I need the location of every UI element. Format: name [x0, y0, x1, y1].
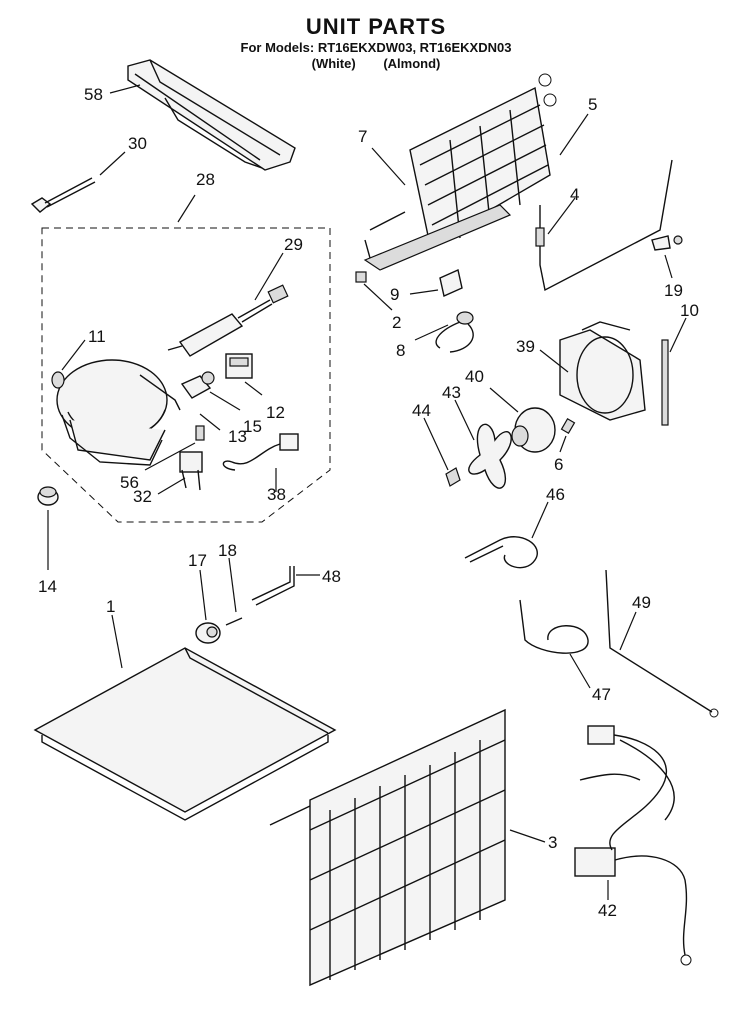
callout-15: 15	[243, 417, 262, 436]
part-30-probe	[30, 177, 96, 213]
callout-44: 44	[412, 401, 431, 420]
part-8-grommet-harness	[435, 311, 474, 353]
callout-18: 18	[218, 541, 237, 560]
part-17-drain-pan-grommet	[195, 622, 221, 644]
color-almond-label: (Almond)	[383, 56, 441, 71]
callout-2: 2	[392, 313, 401, 332]
model-colors: (White) (Almond)	[0, 56, 752, 71]
callout-11: 11	[88, 327, 106, 346]
part-1-base-frame	[33, 647, 337, 821]
callout-46: 46	[546, 485, 565, 504]
part-38-wire-harness	[222, 433, 299, 471]
part-58-drain-trough	[127, 59, 296, 171]
part-13-screw	[195, 425, 205, 441]
part-49-tube	[605, 569, 719, 718]
callout-42: 42	[598, 901, 617, 920]
callout-3: 3	[548, 833, 557, 852]
part-6-screw	[560, 417, 576, 435]
callout-13: 13	[228, 427, 247, 446]
callout-58: 58	[84, 85, 103, 104]
part-7-evaporator-shield	[363, 204, 512, 271]
part-47-tube	[519, 599, 589, 654]
callout-29: 29	[284, 235, 303, 254]
callout-12: 12	[266, 403, 285, 422]
callout-48: 48	[322, 567, 341, 586]
callout-7: 7	[358, 127, 367, 146]
part-42-wire-harness	[574, 725, 692, 966]
page-title: UNIT PARTS	[305, 14, 447, 39]
callout-1: 1	[106, 597, 115, 616]
part-44-fan-retainer	[445, 467, 461, 487]
callout-40: 40	[465, 367, 484, 386]
callout-47: 47	[592, 685, 611, 704]
part-4-defrost-wire	[535, 159, 673, 292]
color-white-label: (White)	[311, 56, 356, 71]
callout-6: 6	[554, 455, 563, 474]
part-12-relay	[225, 353, 253, 379]
callout-19: 19	[664, 281, 683, 300]
callout-38: 38	[267, 485, 286, 504]
callout-5: 5	[588, 95, 597, 114]
callout-30: 30	[128, 134, 147, 153]
part-32-connector-block	[179, 451, 203, 491]
callout-32: 32	[133, 487, 152, 506]
callout-9: 9	[390, 285, 399, 304]
part-15-terminal-cover	[180, 371, 215, 399]
callout-43: 43	[442, 383, 461, 402]
part-9-bracket	[439, 269, 463, 297]
part-19-clip	[651, 235, 683, 251]
callout-17: 17	[188, 551, 207, 570]
callout-39: 39	[516, 337, 535, 356]
part-39-fan-shroud	[559, 321, 646, 421]
callout-28: 28	[196, 170, 215, 189]
part-2-screw	[355, 271, 367, 283]
callout-8: 8	[396, 341, 405, 360]
part-29-overload-relay	[167, 284, 289, 357]
compressor	[56, 359, 181, 466]
part-3-condenser	[269, 708, 506, 987]
part-43-fan-blade	[468, 423, 512, 489]
callout-14: 14	[38, 577, 57, 596]
part-10-insulation-strip	[661, 339, 669, 426]
part-14-compressor-foot	[37, 486, 59, 506]
part-5-evaporator	[409, 73, 557, 247]
callout-56: 56	[120, 473, 139, 492]
part-18-screw	[225, 617, 243, 626]
callout-49: 49	[632, 593, 651, 612]
part-48-drain-tube	[251, 566, 295, 606]
part-46-tube	[464, 536, 538, 569]
model-numbers: For Models: RT16EKXDW03, RT16EKXDN03	[240, 40, 512, 55]
part-40-fan-motor	[511, 407, 556, 453]
callout-4: 4	[570, 185, 579, 204]
part-11-grommet	[51, 371, 65, 389]
part-28-compressor-kit-outline	[41, 227, 331, 523]
callout-10: 10	[680, 301, 699, 320]
